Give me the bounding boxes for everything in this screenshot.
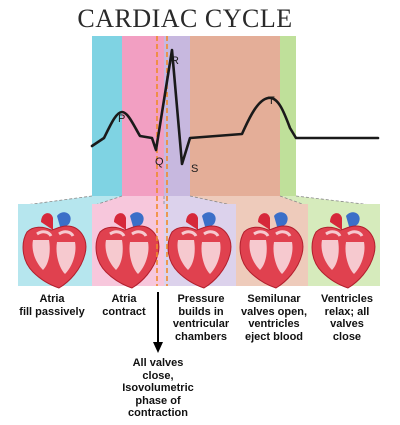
right-ventricle [32,240,50,270]
right-ventricle [321,240,339,270]
pulmonary-shape [202,212,216,230]
ecg-trace [90,48,380,166]
phase-band-ventricles-relax [280,36,296,196]
heart-icon [95,212,160,289]
left-ventricle [129,242,149,274]
phase-caption-pressure: Pressure builds in ventricular chambers [172,293,230,343]
heart-icon [311,212,376,289]
left-ventricle [345,242,365,274]
phase-caption-ventricles-relax: Ventricles relax; all valves close [321,293,373,343]
wave-label-s: S [191,163,198,175]
phase-band-ejection [190,36,280,196]
aorta-shape [330,213,342,230]
down-arrow-icon [153,292,163,353]
aorta-shape [114,213,126,230]
phase-connector-atria-fill [18,196,122,206]
atrium-detail [109,230,126,237]
guide-line [189,195,237,207]
wave-label-r: R [171,55,179,67]
aorta-shape [258,213,270,230]
wave-label-t: T [268,95,275,107]
pulmonary-shape [57,212,71,230]
pulmonary-shape [274,212,288,230]
atrium-detail [58,230,75,237]
phase-connector-ventricles-relax [280,196,380,206]
heart-icon [22,212,87,289]
phase-connector-ejection [190,196,308,206]
phase-bands [17,36,381,207]
right-ventricle [177,240,195,270]
right-ventricle [105,240,123,270]
arrow-head [153,342,163,353]
atrium-detail [275,230,292,237]
atrium-detail [203,230,220,237]
wave-label-p: P [118,113,125,125]
heart-illustrations [22,212,376,289]
wave-label-q: Q [155,156,164,168]
right-ventricle [249,240,267,270]
atrium-detail [325,230,342,237]
left-ventricle [201,242,221,274]
left-ventricle [273,242,293,274]
phase-connector-pressure-builds [164,196,236,206]
wave-labels: P Q R S T [118,55,275,175]
phase-caption-atria-fill: Atria fill passively [19,293,85,318]
left-ventricle [56,242,76,274]
page-title: CARDIAC CYCLE [77,4,293,33]
atrium-detail [347,230,364,237]
atrium-detail [253,230,270,237]
phase-caption-semilunar: Semilunar valves open, ventricles eject … [240,293,308,343]
pulmonary-shape [346,212,360,230]
atrium-detail [36,230,53,237]
heart-icon [239,212,304,289]
pulmonary-shape [130,212,144,230]
heart-icon [167,212,232,289]
aorta-shape [41,213,53,230]
aorta-shape [186,213,198,230]
atrium-detail [131,230,148,237]
phase-connector-atria-contract [92,196,164,206]
isovolumetric-note: All valves close, Isovolumetric phase of… [122,357,194,419]
atrium-detail [181,230,198,237]
phase-caption-atria-contract: Atria contract [102,293,146,318]
